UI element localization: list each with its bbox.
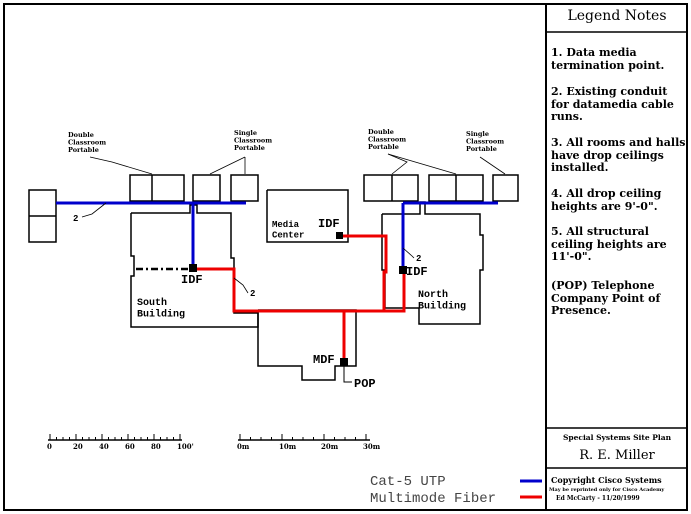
- credit-line: Ed McCarty - 11/20/1999: [556, 495, 640, 502]
- portable-left-vertical: [28, 189, 57, 243]
- portable-double-right-b: [428, 174, 484, 202]
- legend-note-2: 2. Existing conduit for datamedia cable …: [551, 85, 674, 123]
- pop-leader: [343, 366, 352, 383]
- portable-single-right: [492, 174, 519, 202]
- portable-double-right-a: [363, 174, 419, 202]
- copyright-line: Copyright Cisco Systems: [551, 475, 662, 485]
- media-center-building: [266, 189, 349, 243]
- south-building: [130, 204, 259, 328]
- portable-double-left: [129, 174, 185, 202]
- callout-conduit-left: 2: [73, 214, 78, 224]
- callout-conduit-north: 2: [416, 254, 421, 264]
- callout-leader-left: [81, 202, 107, 218]
- scale-meter-label: 20m: [321, 442, 339, 451]
- callout-conduit-south: 2: [250, 289, 255, 299]
- key-utp-label: Cat-5 UTP: [370, 474, 446, 490]
- legend-title: Legend Notes: [567, 8, 667, 24]
- legend-note-5: 5. All structural ceiling heights are 11…: [551, 225, 667, 263]
- scale-meter-label: 30m: [363, 442, 381, 451]
- reproduction-line: May be reprinted only for Cisco Academy: [549, 487, 665, 493]
- scale-bar-meters: [238, 434, 370, 441]
- plan-name: Special Systems Site Plan: [562, 433, 672, 442]
- legend-note-3: 3. All rooms and halls have drop ceiling…: [551, 136, 686, 174]
- label-idf-media: IDF: [318, 217, 340, 231]
- main-building: [257, 309, 357, 381]
- mdf-node: [340, 358, 348, 366]
- idf-media-node: [336, 232, 343, 239]
- fiber-run-south: [193, 267, 346, 360]
- portable-leaders: [89, 153, 506, 175]
- fiber-runs: [193, 234, 406, 360]
- scale-feet-label: 40: [99, 442, 109, 451]
- label-idf-north: IDF: [406, 265, 428, 279]
- legend-note-1: 1. Data media termination point.: [551, 46, 665, 72]
- scale-feet-label: 20: [73, 442, 83, 451]
- portable-single-left-a: [192, 174, 221, 202]
- utp-runs: [56, 201, 498, 270]
- label-idf-south: IDF: [181, 273, 203, 287]
- scale-feet-label: 60: [125, 442, 135, 451]
- sheet-border: [3, 3, 688, 511]
- portable-single-left-b: [230, 174, 259, 202]
- fiber-run-media: [340, 234, 406, 313]
- scale-bar-feet: [48, 434, 182, 441]
- legend-note-4: 4. All drop ceiling heights are 9'-0".: [551, 187, 662, 213]
- callout-leader-south: [233, 277, 249, 294]
- idf-south-node: [189, 264, 197, 272]
- label-mdf: MDF: [313, 353, 335, 367]
- author-name: R. E. Miller: [579, 448, 655, 463]
- legend-note-pop: (POP) Telephone Company Point of Presenc…: [551, 279, 661, 317]
- scale-feet-label: 80: [151, 442, 161, 451]
- scale-feet-label: 100': [177, 442, 194, 451]
- scale-feet-label: 0: [47, 442, 52, 451]
- callout-leader-north: [402, 247, 415, 259]
- idf-north-node: [399, 266, 407, 274]
- key-fiber-label: Multimode Fiber: [370, 491, 496, 507]
- scale-meter-label: 0m: [237, 442, 250, 451]
- scale-meter-label: 10m: [279, 442, 297, 451]
- label-pop: POP: [354, 377, 376, 391]
